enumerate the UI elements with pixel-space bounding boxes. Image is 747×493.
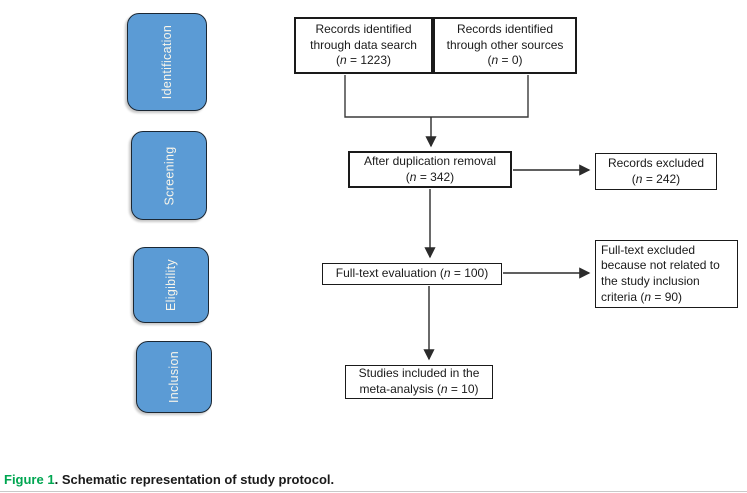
bottom-divider	[0, 491, 747, 492]
stage-identification-label: Identification	[159, 24, 174, 100]
stage-screening: Screening	[131, 131, 207, 220]
box-count: (n = 0)	[487, 53, 523, 68]
box-records-data-search: Records identified through data search (…	[294, 17, 433, 74]
box-text: After duplication removal	[363, 153, 497, 168]
box-count: (n = 242)	[631, 171, 681, 186]
box-text: because not related to	[601, 258, 720, 273]
stage-inclusion-label: Inclusion	[166, 350, 181, 404]
box-text: Records excluded	[607, 155, 705, 170]
box-text: the study inclusion	[601, 274, 700, 288]
box-records-other-sources: Records identified through other sources…	[433, 17, 577, 74]
box-records-excluded: Records excluded (n = 242)	[595, 153, 717, 190]
figure-label: Figure 1	[4, 472, 55, 487]
box-text: Full-text excluded	[601, 242, 696, 257]
box-count: criteria (n = 90)	[601, 289, 683, 304]
stage-identification: Identification	[127, 13, 207, 111]
caption-separator: .	[54, 472, 62, 487]
stage-inclusion: Inclusion	[136, 341, 212, 413]
box-text: Records identified	[456, 22, 554, 37]
stage-eligibility: Eligibility	[133, 247, 209, 323]
connector-merge-top-boxes	[344, 75, 529, 118]
box-fulltext-evaluation: Full-text evaluation (n = 100)	[322, 263, 502, 285]
box-studies-included: Studies included in the meta-analysis (n…	[345, 365, 493, 399]
figure-caption: Figure 1. Schematic representation of st…	[4, 472, 334, 487]
box-after-duplication-removal: After duplication removal (n = 342)	[348, 151, 512, 188]
box-count: (n = 342)	[405, 169, 455, 184]
stage-eligibility-label: Eligibility	[164, 259, 178, 311]
stage-screening-label: Screening	[162, 146, 176, 205]
box-text: Studies included in the	[358, 366, 480, 381]
box-fulltext-excluded: Full-text excluded because not related t…	[595, 240, 738, 308]
box-text: through data search	[310, 37, 417, 52]
caption-text: Schematic representation of study protoc…	[61, 472, 335, 487]
box-count: (n = 1223)	[335, 53, 392, 68]
box-text: Records identified	[315, 22, 412, 37]
box-count: meta-analysis (n = 10)	[359, 382, 479, 396]
box-text: through other sources	[446, 37, 564, 52]
box-count: Full-text evaluation (n = 100)	[335, 266, 489, 281]
